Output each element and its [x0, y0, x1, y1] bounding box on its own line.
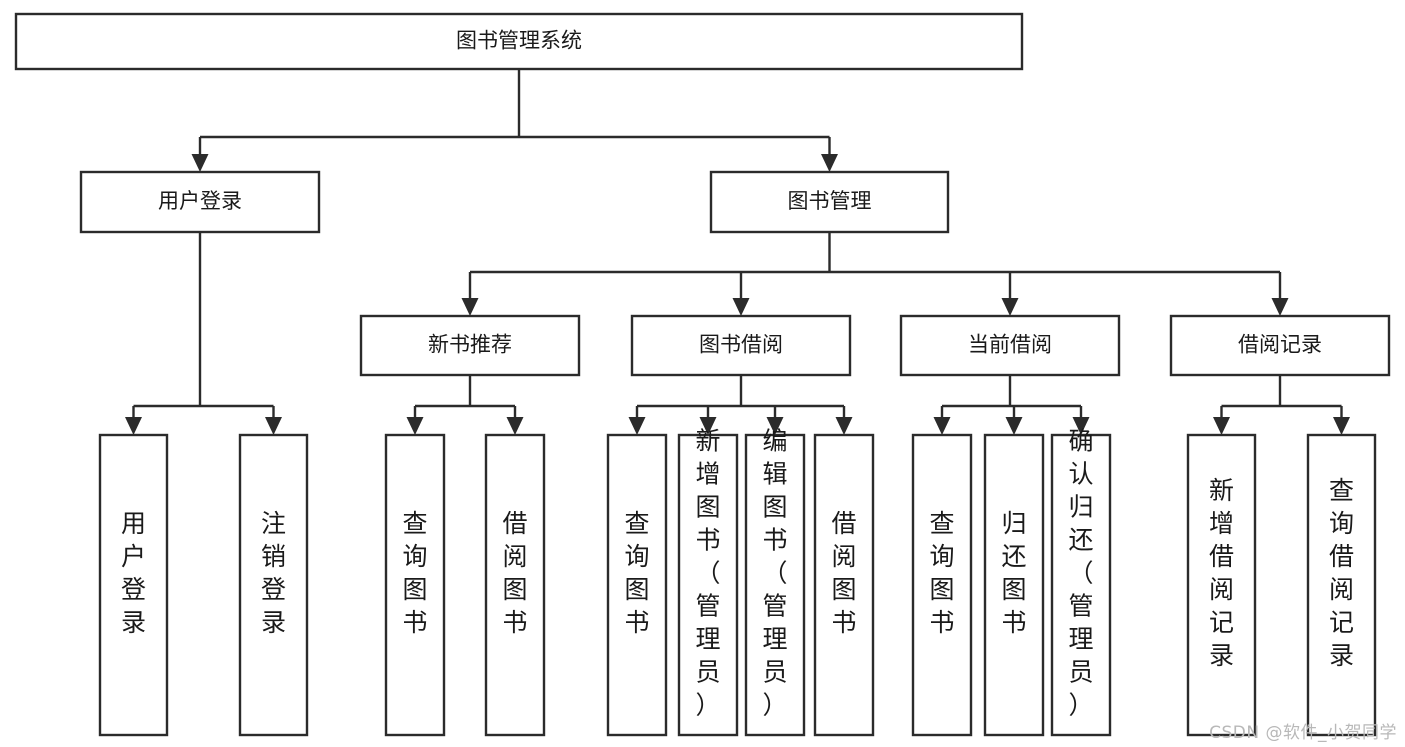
node-leaf_7[interactable]: 借阅图书	[813, 433, 875, 737]
node-leaf_3[interactable]: 借阅图书	[484, 433, 546, 737]
arrowhead-icon	[1333, 417, 1350, 435]
arrowhead-icon	[732, 298, 750, 316]
node-leaf_5[interactable]: 新增图书（管理员）	[677, 427, 739, 737]
node-label: 新增图书（管理员）	[695, 427, 720, 720]
node-box	[1050, 433, 1112, 737]
arrowhead-icon	[699, 417, 717, 435]
node-leaf_4[interactable]: 查询图书	[606, 433, 668, 737]
node-l3_2[interactable]: 当前借阅	[899, 314, 1121, 377]
node-label: 新书推荐	[428, 333, 512, 357]
node-label: 注销登录	[261, 509, 286, 637]
node-leaf_12[interactable]: 查询借阅记录	[1306, 433, 1377, 737]
node-label: 编辑图书（管理员）	[762, 427, 787, 720]
node-l3_0[interactable]: 新书推荐	[359, 314, 581, 377]
node-box	[238, 433, 309, 737]
arrowhead-icon	[766, 417, 784, 435]
arrowhead-icon	[125, 417, 142, 435]
arrowhead-icon	[1213, 417, 1230, 435]
node-box	[384, 433, 446, 737]
node-label: 图书管理系统	[456, 29, 582, 53]
arrowhead-icon	[1072, 417, 1090, 435]
node-box	[98, 433, 169, 737]
node-box	[484, 433, 546, 737]
arrowhead-icon	[1271, 298, 1289, 316]
arrowhead-icon	[628, 417, 646, 435]
node-leaf_8[interactable]: 查询图书	[911, 433, 973, 737]
node-box	[606, 433, 668, 737]
node-box	[813, 433, 875, 737]
node-leaf_0[interactable]: 用户登录	[98, 433, 169, 737]
node-box	[1306, 433, 1377, 737]
node-label: 借阅图书	[831, 509, 856, 637]
node-label: 图书管理	[788, 189, 872, 213]
node-box	[983, 433, 1045, 737]
arrowhead-icon	[461, 298, 479, 316]
node-label: 用户登录	[121, 509, 146, 637]
node-box	[899, 314, 1121, 377]
node-label: 归还图书	[1001, 509, 1026, 637]
node-leaf_2[interactable]: 查询图书	[384, 433, 446, 737]
node-label: 确认归还（管理员）	[1068, 427, 1093, 720]
arrowhead-icon	[1005, 417, 1023, 435]
node-box	[1186, 433, 1257, 737]
node-label: 借阅图书	[502, 509, 527, 637]
node-leaf_9[interactable]: 归还图书	[983, 433, 1045, 737]
node-l3_3[interactable]: 借阅记录	[1169, 314, 1391, 377]
node-box	[79, 170, 321, 234]
node-label: 借阅记录	[1238, 333, 1322, 357]
arrowhead-icon	[1001, 298, 1019, 316]
edges-layer	[125, 69, 1350, 435]
arrowhead-icon	[265, 417, 282, 435]
node-root[interactable]: 图书管理系统	[14, 12, 1024, 71]
node-leaf_11[interactable]: 新增借阅记录	[1186, 433, 1257, 737]
node-leaf_10[interactable]: 确认归还（管理员）	[1050, 427, 1112, 737]
node-box	[359, 314, 581, 377]
arrowhead-icon	[191, 154, 209, 172]
arrowhead-icon	[506, 417, 524, 435]
node-box	[630, 314, 852, 377]
node-box	[14, 12, 1024, 71]
node-box	[677, 433, 739, 737]
node-label: 图书借阅	[699, 333, 783, 357]
arrowhead-icon	[821, 154, 838, 172]
node-box	[709, 170, 950, 234]
arrowhead-icon	[933, 417, 951, 435]
node-box	[744, 433, 806, 737]
node-label: 用户登录	[158, 189, 242, 213]
node-leaf_1[interactable]: 注销登录	[238, 433, 309, 737]
node-l2_0[interactable]: 用户登录	[79, 170, 321, 234]
node-leaf_6[interactable]: 编辑图书（管理员）	[744, 427, 806, 737]
node-label: 当前借阅	[968, 333, 1052, 357]
node-box	[1169, 314, 1391, 377]
arrowhead-icon	[835, 417, 853, 435]
node-label: 新增借阅记录	[1209, 476, 1234, 670]
node-l2_1[interactable]: 图书管理	[709, 170, 950, 234]
arrowhead-icon	[406, 417, 424, 435]
nodes-layer: 图书管理系统用户登录图书管理新书推荐图书借阅当前借阅借阅记录用户登录注销登录查询…	[14, 12, 1391, 737]
node-label: 查询借阅记录	[1329, 476, 1354, 670]
node-label: 查询图书	[402, 509, 427, 637]
node-box	[911, 433, 973, 737]
node-label: 查询图书	[624, 509, 649, 637]
node-label: 查询图书	[929, 509, 954, 637]
node-l3_1[interactable]: 图书借阅	[630, 314, 852, 377]
